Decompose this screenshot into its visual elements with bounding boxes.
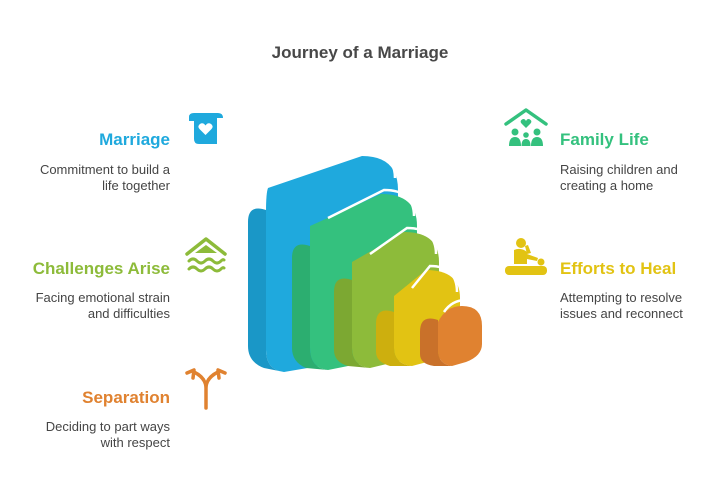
stage-description-efforts-to-heal: Attempting to resolve issues and reconne… xyxy=(560,290,683,321)
stage-heading-separation: Separation xyxy=(82,388,170,407)
diverging-arrows-icon xyxy=(185,368,227,410)
stage-heading-family-life: Family Life xyxy=(560,130,649,149)
stage-description-marriage: Commitment to build a life together xyxy=(39,162,170,193)
stage-heading-marriage: Marriage xyxy=(99,130,170,149)
flooded-house-icon xyxy=(185,237,227,273)
stage-description-family-life: Raising children and creating a home xyxy=(560,162,678,193)
scroll-heart-icon xyxy=(189,113,223,144)
layer-separation xyxy=(420,298,482,366)
stage-heading-challenges-arise: Challenges Arise xyxy=(32,259,170,278)
diagram-title: Journey of a Marriage xyxy=(271,43,449,62)
stage-description-challenges-arise: Facing emotional strain and difficulties xyxy=(35,290,170,321)
family-house-icon xyxy=(504,108,548,146)
therapy-icon xyxy=(505,238,547,275)
stage-description-separation: Deciding to part ways with respect xyxy=(45,419,170,450)
stage-heading-efforts-to-heal: Efforts to Heal xyxy=(560,259,677,278)
